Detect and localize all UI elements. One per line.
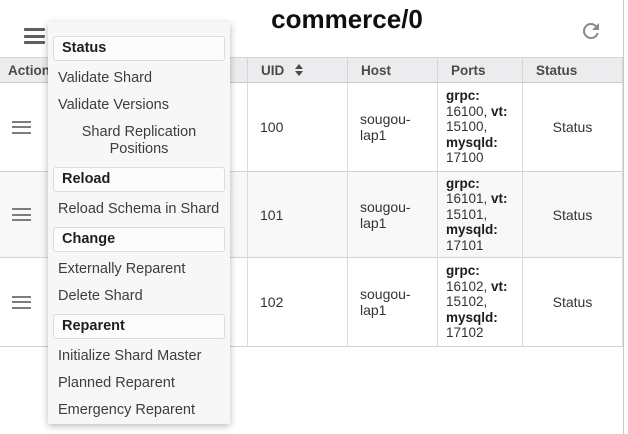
status-link[interactable]: Status [552, 206, 593, 223]
status-cell: Status [523, 83, 623, 172]
row-actions-button[interactable] [12, 295, 31, 309]
menu-item[interactable]: Initialize Shard Master [58, 348, 202, 364]
refresh-icon[interactable] [579, 19, 603, 43]
ports-cell: grpc: 16100, vt: 15100, mysqld: 17100 [438, 83, 523, 172]
host-cell: sougou-lap1 [348, 83, 438, 172]
menu-item[interactable]: Shard Replication Positions [81, 124, 197, 157]
ports-value: grpc: 16100, vt: 15100, mysqld: 17100 [446, 88, 508, 166]
ports-cell: grpc: 16102, vt: 15102, mysqld: 17102 [438, 258, 523, 347]
scrollbar[interactable] [623, 0, 628, 434]
page-title: commerce/0 [271, 4, 423, 34]
uid-cell: 102 [248, 258, 348, 347]
column-header-status: Status [523, 57, 623, 83]
refresh-icon-glyph [582, 22, 599, 39]
uid-cell: 101 [248, 172, 348, 258]
menu-item[interactable]: Planned Reparent [58, 375, 175, 391]
row-actions-button[interactable] [12, 120, 31, 134]
menu-item[interactable]: Emergency Reparent [58, 402, 196, 418]
ports-value: grpc: 16102, vt: 15102, mysqld: 17102 [446, 263, 508, 341]
menu-item[interactable]: Reload Schema in Shard [58, 201, 220, 217]
menu-item[interactable]: Validate Versions [58, 97, 169, 113]
host-cell: sougou-lap1 [348, 172, 438, 258]
menu-item[interactable]: Externally Reparent [58, 261, 186, 277]
column-header-uid[interactable]: UID [248, 57, 348, 83]
menu-section-header: Status [53, 36, 225, 61]
menu-item[interactable]: Delete Shard [58, 288, 143, 304]
menu-item[interactable]: Validate Shard [58, 70, 153, 86]
column-header-uid-label: UID [261, 62, 285, 78]
status-link[interactable]: Status [552, 119, 593, 135]
status-link[interactable]: Status [552, 294, 593, 310]
uid-cell: 100 [248, 83, 348, 172]
status-cell: Status [523, 172, 623, 258]
row-actions-button[interactable] [12, 208, 31, 221]
sort-arrows-icon[interactable] [295, 64, 304, 76]
menu-section-header: Change [53, 227, 225, 252]
menu-icon[interactable] [24, 28, 45, 44]
menu-section-header: Reload [53, 167, 225, 192]
ports-cell: grpc: 16101, vt: 15101, mysqld: 17101 [438, 172, 523, 258]
column-header-host: Host [348, 57, 438, 83]
column-header-ports: Ports [438, 57, 523, 83]
ports-value: grpc: 16101, vt: 15101, mysqld: 17101 [446, 175, 508, 253]
status-cell: Status [523, 258, 623, 347]
menu-section-header: Reparent [53, 314, 225, 339]
host-cell: sougou-lap1 [348, 258, 438, 347]
